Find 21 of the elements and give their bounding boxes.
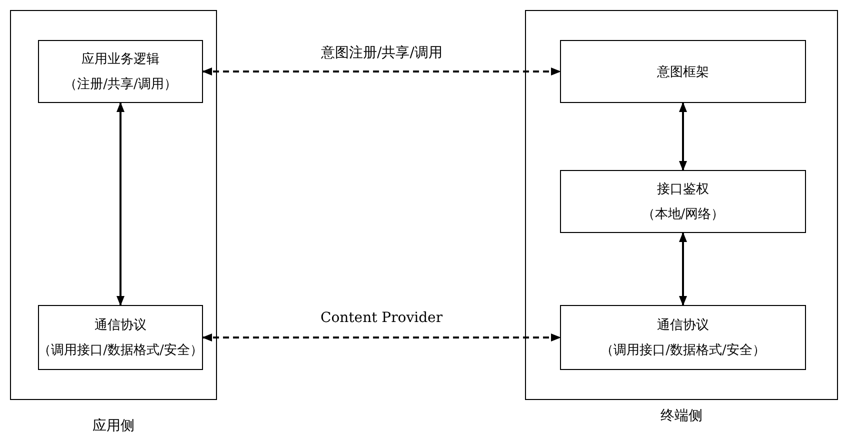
- box-title: 通信协议: [657, 316, 709, 334]
- process-box: [560, 170, 806, 233]
- box-subtitle: （调用接口/数据格式/安全）: [600, 342, 766, 360]
- box-title: 通信协议: [94, 316, 146, 334]
- box-subtitle: （调用接口/数据格式/安全）: [38, 342, 203, 360]
- box-subtitle: （本地/网络）: [642, 206, 724, 223]
- arrow: [679, 102, 687, 171]
- process-box: [560, 305, 806, 370]
- arrow: [202, 334, 561, 342]
- panel-caption: 终端侧: [660, 407, 704, 425]
- process-box: [38, 305, 203, 370]
- arrow: [202, 68, 561, 76]
- arrow: [116, 102, 124, 306]
- panel-caption: 应用侧: [92, 417, 136, 435]
- box-title: 应用业务逻辑: [82, 51, 160, 68]
- box-subtitle: （注册/共享/调用）: [64, 76, 177, 93]
- box-title: 接口鉴权: [657, 181, 709, 198]
- process-box: [38, 40, 203, 103]
- arrow: [679, 232, 687, 306]
- process-box: [560, 40, 806, 103]
- box-title: 意图框架: [657, 64, 709, 80]
